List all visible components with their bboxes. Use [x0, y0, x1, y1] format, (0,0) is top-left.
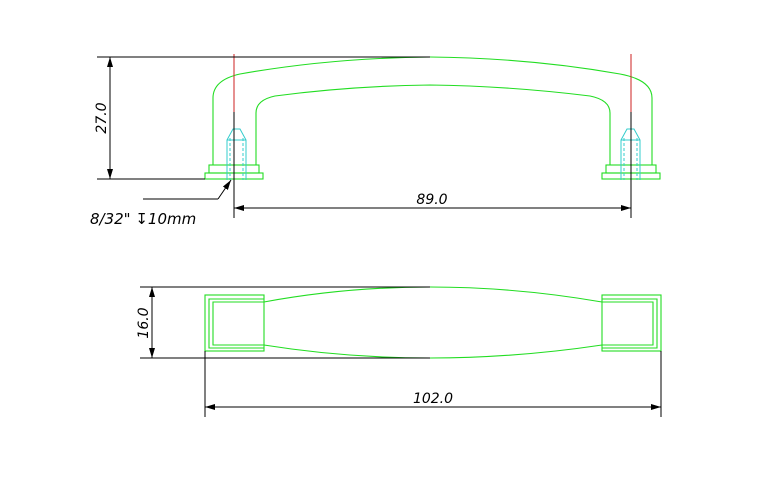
height-value: 27.0: [94, 102, 110, 133]
top-view: 16.0 102.0: [136, 286, 662, 417]
handle-inner-profile: [255, 84, 611, 165]
length-dimension: 102.0: [204, 351, 662, 417]
handle-bottom-outline: [263, 344, 603, 359]
thread-callout: 8/32" ↧10mm: [90, 179, 232, 228]
height-dimension: 27.0: [94, 56, 430, 180]
length-value: 102.0: [413, 391, 453, 407]
left-thread-hole: [226, 128, 247, 180]
thread-callout-text: 8/32" ↧10mm: [90, 210, 196, 228]
width-value: 16.0: [136, 307, 152, 338]
right-end-outer: [601, 294, 662, 352]
handle-top-outline: [263, 286, 603, 303]
side-view: 27.0 89.0 8/32" ↧10mm: [90, 54, 661, 228]
hole-spacing-dimension: 89.0: [233, 112, 632, 218]
left-end-outer: [204, 294, 265, 352]
right-end-inner: [602, 301, 654, 346]
left-end-inner: [212, 301, 264, 346]
hole-spacing-value: 89.0: [416, 192, 447, 208]
handle-outer-profile: [212, 56, 653, 165]
width-dimension: 16.0: [136, 286, 430, 359]
